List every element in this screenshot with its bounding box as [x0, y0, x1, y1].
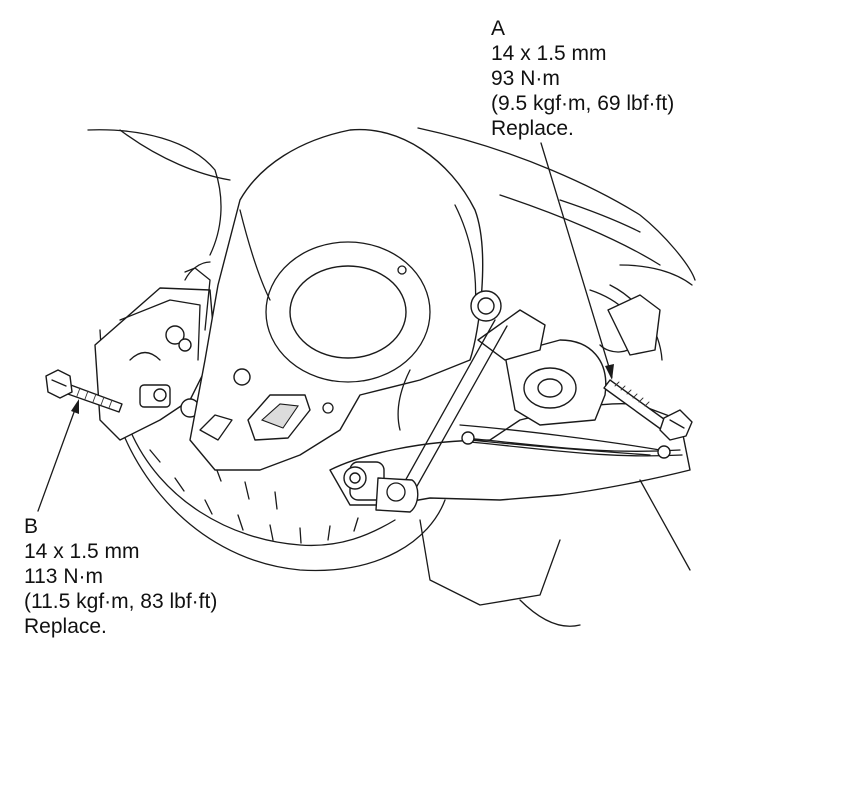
callout-b-letter: B — [24, 515, 39, 538]
lower-arm — [329, 402, 691, 627]
body-outline — [87, 127, 696, 361]
brake-disc — [99, 329, 446, 572]
stabilizer-link — [343, 290, 546, 513]
bolt-a — [603, 379, 693, 441]
callout-a: A 14 x 1.5 mm 93 N·m (9.5 kgf·m, 69 lbf·… — [491, 16, 674, 141]
callout-b: B 14 x 1.5 mm 113 N·m (11.5 kgf·m, 83 lb… — [24, 514, 217, 639]
leader-lines — [37, 142, 614, 512]
callout-a-torque: 93 N·m — [491, 67, 560, 90]
callout-a-torque-alt: (9.5 kgf·m, 69 lbf·ft) — [491, 92, 675, 115]
upper-arm-mount — [504, 289, 661, 426]
callout-b-note: Replace. — [24, 615, 107, 638]
callout-b-size: 14 x 1.5 mm — [24, 540, 140, 563]
bolt-b — [45, 369, 123, 413]
callout-b-torque: 113 N·m — [24, 565, 103, 588]
callout-a-note: Replace. — [491, 117, 574, 140]
callout-a-size: 14 x 1.5 mm — [491, 42, 607, 65]
knuckle — [189, 128, 484, 471]
brake-caliper — [94, 267, 216, 441]
brake-line — [184, 261, 683, 459]
callout-b-torque-alt: (11.5 kgf·m, 83 lbf·ft) — [24, 590, 218, 613]
callout-a-letter: A — [491, 17, 506, 40]
